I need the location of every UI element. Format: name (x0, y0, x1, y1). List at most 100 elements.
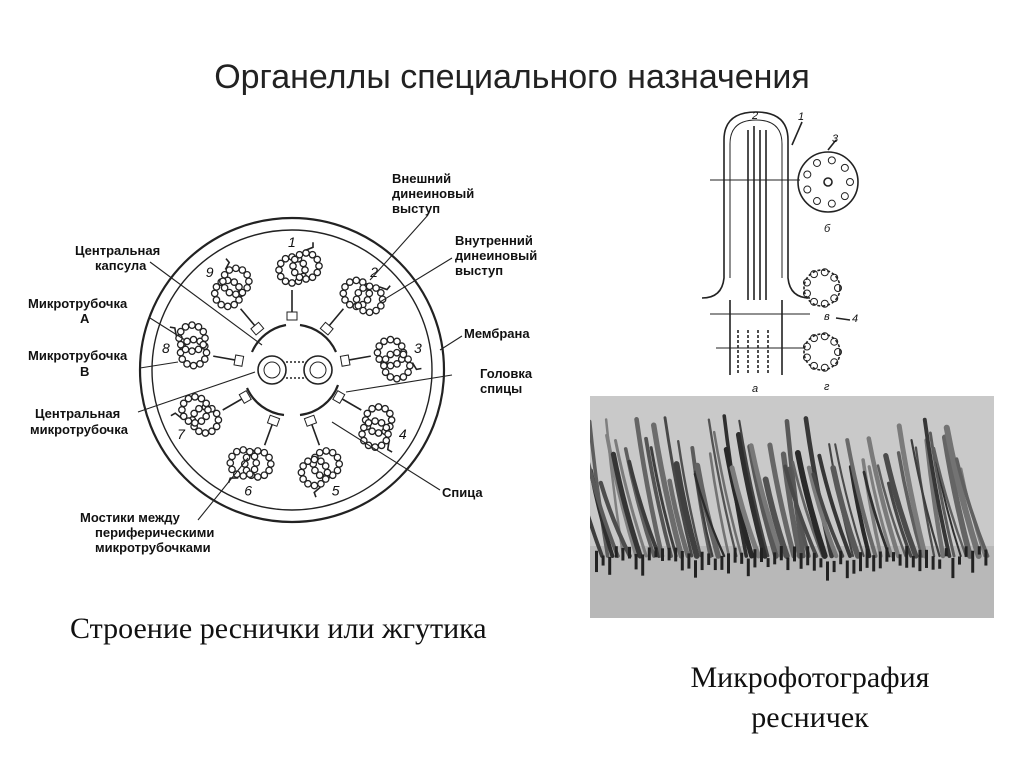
basal-body-mark (806, 546, 809, 565)
long-letter-b: б (824, 223, 831, 235)
basal-body-mark (833, 561, 836, 572)
micrograph-caption-line1: Микрофотография (660, 658, 960, 698)
doublet-number-9: 9 (206, 264, 214, 280)
mini-doublet (828, 200, 835, 207)
basal-body-mark (635, 554, 638, 569)
long-number-1: 1 (798, 111, 804, 123)
basal-body-mark (780, 546, 783, 560)
basal-body-mark (938, 559, 941, 568)
label-outer-dynein-1: Внешний (392, 171, 451, 186)
basal-body-mark (885, 547, 888, 561)
basal-body-mark (608, 557, 611, 575)
basal-body-mark (925, 550, 928, 568)
basal-body-mark (846, 560, 849, 578)
doublet-number-6: 6 (244, 482, 252, 498)
label-inner-dynein-3: выступ (455, 263, 503, 278)
doublet-1: 1 (276, 234, 322, 320)
basal-body-mark (668, 548, 671, 561)
micrograph-caption-line2: ресничек (660, 698, 960, 738)
label-central-capsule-1: Центральная (75, 243, 160, 258)
basal-body-mark (965, 546, 968, 557)
label-outer-dynein-3: выступ (392, 201, 440, 216)
basal-body-mark (661, 548, 664, 561)
central-capsule (247, 325, 338, 415)
long-letter-v: в (824, 311, 830, 323)
basal-body-mark (978, 546, 981, 554)
basal-body-mark (800, 553, 803, 569)
basal-body-mark (859, 552, 862, 571)
central-microtubules (258, 356, 332, 384)
basal-body-mark (813, 553, 816, 571)
mini-doublet (828, 157, 835, 164)
basal-body-mark (984, 550, 987, 566)
mini-doublet (841, 164, 848, 171)
label-microtubule-a-1: Микротрубочка (28, 296, 128, 311)
doublet-9: 9 (206, 259, 264, 335)
basal-body-mark (727, 553, 730, 573)
doublet-6: 6 (227, 415, 280, 498)
basal-body-mark (767, 558, 770, 567)
micrograph-caption: Микрофотография ресничек (660, 658, 960, 738)
doublet-4: 4 (333, 391, 407, 452)
basal-body-mark (681, 551, 684, 570)
basal-body-mark (879, 552, 882, 569)
label-spoke: Спица (442, 485, 483, 500)
basal-body-mark (621, 548, 624, 561)
cross-section-caption: Строение реснички или жгутика (70, 612, 487, 646)
doublet-number-5: 5 (332, 482, 340, 498)
label-central-microtubule-1: Центральная (35, 406, 120, 421)
doublet-5: 5 (298, 415, 342, 498)
label-central-microtubule-2: микротрубочка (30, 422, 129, 437)
basal-body-mark (872, 555, 875, 571)
basal-body-mark (951, 558, 954, 578)
basal-body-mark (602, 556, 605, 566)
basal-body-mark (912, 556, 915, 567)
mini-doublet (804, 171, 811, 178)
mini-doublet (814, 198, 821, 205)
doublet-number-7: 7 (177, 426, 186, 442)
mini-doublet (814, 159, 821, 166)
doublet-number-8: 8 (162, 340, 170, 356)
label-microtubule-b-1: Микротрубочка (28, 348, 128, 363)
basal-body-mark (628, 547, 631, 559)
label-bridges-1: Мостики между (80, 510, 181, 525)
basal-body-mark (899, 554, 902, 565)
mini-doublet (847, 179, 854, 186)
long-number-4: 4 (852, 313, 858, 325)
basal-body-mark (707, 553, 710, 565)
long-letter-a: а (752, 383, 758, 395)
basal-body-mark (654, 547, 657, 557)
label-central-capsule-2: капсула (95, 258, 147, 273)
basal-body-mark (932, 556, 935, 570)
label-bridges-3: микротрубочками (95, 540, 211, 555)
basal-body-mark (866, 549, 869, 568)
basal-body-mark (740, 553, 743, 564)
basal-body-mark (971, 551, 974, 573)
doublet-3: 3 (340, 336, 422, 381)
basal-body-mark (793, 546, 796, 561)
label-outer-dynein-2: динеиновый (392, 186, 474, 201)
peripheral-doublets: 123 4 5 6 7 8 9 (162, 234, 422, 498)
basal-body-mark (773, 552, 776, 564)
basal-body-mark (615, 546, 618, 557)
basal-body-mark (958, 556, 961, 564)
doublet-number-4: 4 (399, 426, 407, 442)
label-microtubule-b-2: В (80, 364, 89, 379)
basal-body-mark (819, 558, 822, 567)
basal-body-mark (892, 552, 895, 561)
basal-body-mark (839, 551, 842, 564)
basal-body-mark (701, 552, 704, 570)
basal-body-mark (714, 559, 717, 571)
cilia-micrograph (590, 396, 994, 618)
label-membrane: Мембрана (464, 326, 530, 341)
basal-body-mark (674, 548, 677, 562)
basal-body-mark (687, 553, 690, 568)
doublet-2: 2 (320, 264, 390, 335)
mini-doublet (804, 186, 811, 193)
basal-body-mark (641, 554, 644, 575)
label-bridges-2: периферическими (95, 525, 214, 540)
basal-body-mark (826, 561, 829, 580)
long-number-2: 2 (751, 110, 758, 122)
label-spoke-head-2: спицы (480, 381, 522, 396)
